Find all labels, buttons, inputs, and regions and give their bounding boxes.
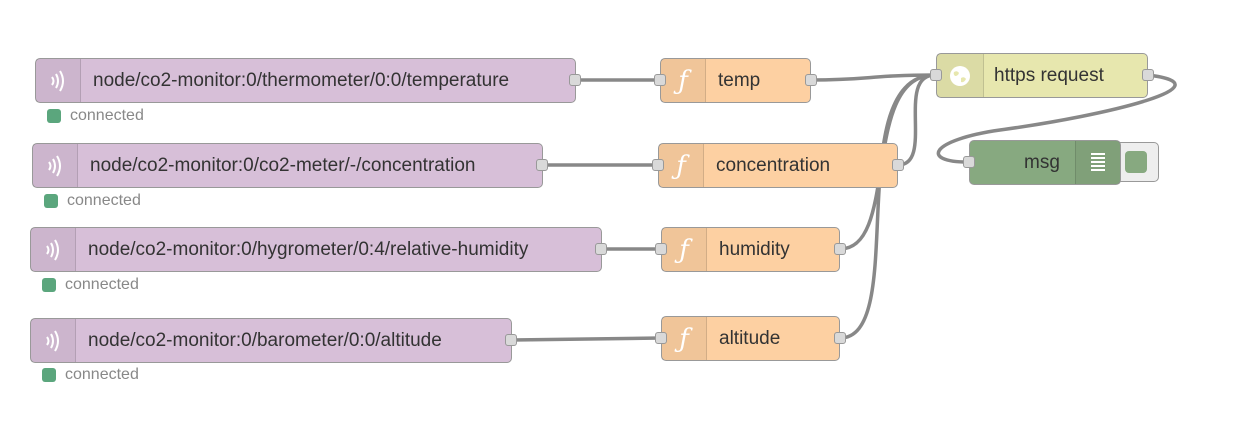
status-dot-icon xyxy=(42,368,56,382)
function-node-altitude[interactable]: ƒ altitude xyxy=(661,316,840,361)
mqtt-in-node-concentration[interactable]: node/co2-monitor:0/co2-meter/-/concentra… xyxy=(32,143,543,188)
status-dot-icon xyxy=(47,109,61,123)
status-badge: connected xyxy=(42,366,139,384)
output-port[interactable] xyxy=(892,159,904,171)
function-node-concentration[interactable]: ƒ concentration xyxy=(658,143,898,188)
node-label: node/co2-monitor:0/barometer/0:0/altitud… xyxy=(88,329,442,351)
status-text: connected xyxy=(65,366,139,383)
debug-node-msg[interactable]: msg xyxy=(969,140,1121,185)
node-label: node/co2-monitor:0/hygrometer/0:4/relati… xyxy=(88,238,529,260)
node-label: msg xyxy=(1024,151,1060,173)
input-port[interactable] xyxy=(654,74,666,86)
input-port[interactable] xyxy=(655,243,667,255)
status-text: connected xyxy=(65,276,139,293)
status-dot-icon xyxy=(44,194,58,208)
node-icon-area xyxy=(1075,141,1120,184)
input-port[interactable] xyxy=(963,156,975,168)
wire-altitude-to-fn xyxy=(510,336,663,342)
node-icon-area: ƒ xyxy=(661,59,706,102)
debug-toggle-indicator xyxy=(1124,151,1147,173)
wire-concentration-to-http xyxy=(896,73,937,167)
wire-http-to-msg xyxy=(936,73,1177,164)
node-label: node/co2-monitor:0/co2-meter/-/concentra… xyxy=(90,154,476,176)
mqtt-in-node-altitude[interactable]: node/co2-monitor:0/barometer/0:0/altitud… xyxy=(30,318,512,363)
mqtt-in-node-temperature[interactable]: node/co2-monitor:0/thermometer/0:0/tempe… xyxy=(35,58,576,103)
output-port[interactable] xyxy=(536,159,548,171)
output-port[interactable] xyxy=(834,243,846,255)
status-text: connected xyxy=(70,107,144,124)
node-icon-area xyxy=(33,144,78,187)
status-text: connected xyxy=(67,192,141,209)
node-icon-area xyxy=(31,228,76,271)
status-badge: connected xyxy=(47,107,144,125)
output-port[interactable] xyxy=(569,74,581,86)
output-port[interactable] xyxy=(1142,69,1154,81)
output-port[interactable] xyxy=(805,74,817,86)
node-label: https request xyxy=(994,64,1104,86)
node-icon-area xyxy=(31,319,76,362)
status-badge: connected xyxy=(42,276,139,294)
status-badge: connected xyxy=(44,192,141,210)
function-node-temp[interactable]: ƒ temp xyxy=(660,58,811,103)
function-node-humidity[interactable]: ƒ humidity xyxy=(661,227,840,272)
output-port[interactable] xyxy=(834,332,846,344)
function-icon: ƒ xyxy=(676,150,686,181)
wire-altitude-to-http xyxy=(838,73,937,340)
output-port[interactable] xyxy=(505,334,517,346)
debug-list-icon xyxy=(1091,152,1105,171)
node-label: temp xyxy=(718,69,761,91)
function-icon: ƒ xyxy=(678,65,688,96)
bridge-wave-icon xyxy=(48,154,61,177)
node-label: node/co2-monitor:0/thermometer/0:0/tempe… xyxy=(93,69,510,91)
function-icon: ƒ xyxy=(679,234,689,265)
bridge-wave-icon xyxy=(46,329,59,352)
input-port[interactable] xyxy=(655,332,667,344)
node-label: altitude xyxy=(719,327,781,349)
globe-icon xyxy=(950,65,970,86)
wire-temp-to-http xyxy=(809,73,937,82)
node-icon-area xyxy=(937,54,984,97)
node-label: humidity xyxy=(719,238,790,260)
function-icon: ƒ xyxy=(679,323,689,354)
input-port[interactable] xyxy=(652,159,664,171)
bridge-wave-icon xyxy=(46,238,59,261)
mqtt-in-node-humidity[interactable]: node/co2-monitor:0/hygrometer/0:4/relati… xyxy=(30,227,602,272)
input-port[interactable] xyxy=(930,69,942,81)
node-label: concentration xyxy=(716,154,831,176)
bridge-wave-icon xyxy=(51,69,64,92)
node-icon-area: ƒ xyxy=(662,317,707,360)
output-port[interactable] xyxy=(595,243,607,255)
http-request-node[interactable]: https request xyxy=(936,53,1148,98)
node-icon-area: ƒ xyxy=(659,144,704,187)
status-dot-icon xyxy=(42,278,56,292)
node-icon-area: ƒ xyxy=(662,228,707,271)
node-icon-area xyxy=(36,59,81,102)
